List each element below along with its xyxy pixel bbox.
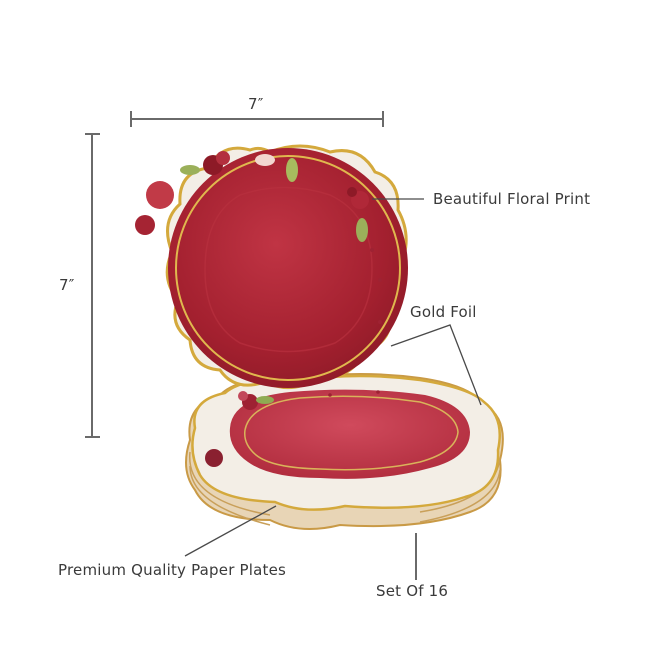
quality-leader-line [184, 505, 277, 557]
height-label: 7″ [59, 276, 75, 294]
width-label: 7″ [248, 95, 264, 113]
set-count-callout: Set Of 16 [376, 582, 449, 600]
quality-callout: Premium Quality Paper Plates [58, 561, 287, 579]
gold-foil-leader-line [390, 324, 482, 406]
gold-foil-callout: Gold Foil [410, 303, 477, 321]
callout-lines [184, 198, 482, 580]
height-dimension-line [85, 133, 100, 438]
top-plate [135, 144, 408, 390]
floral-print-callout: Beautiful Floral Print [433, 190, 591, 208]
plate-stack [185, 373, 504, 530]
width-dimension-line [130, 111, 384, 127]
